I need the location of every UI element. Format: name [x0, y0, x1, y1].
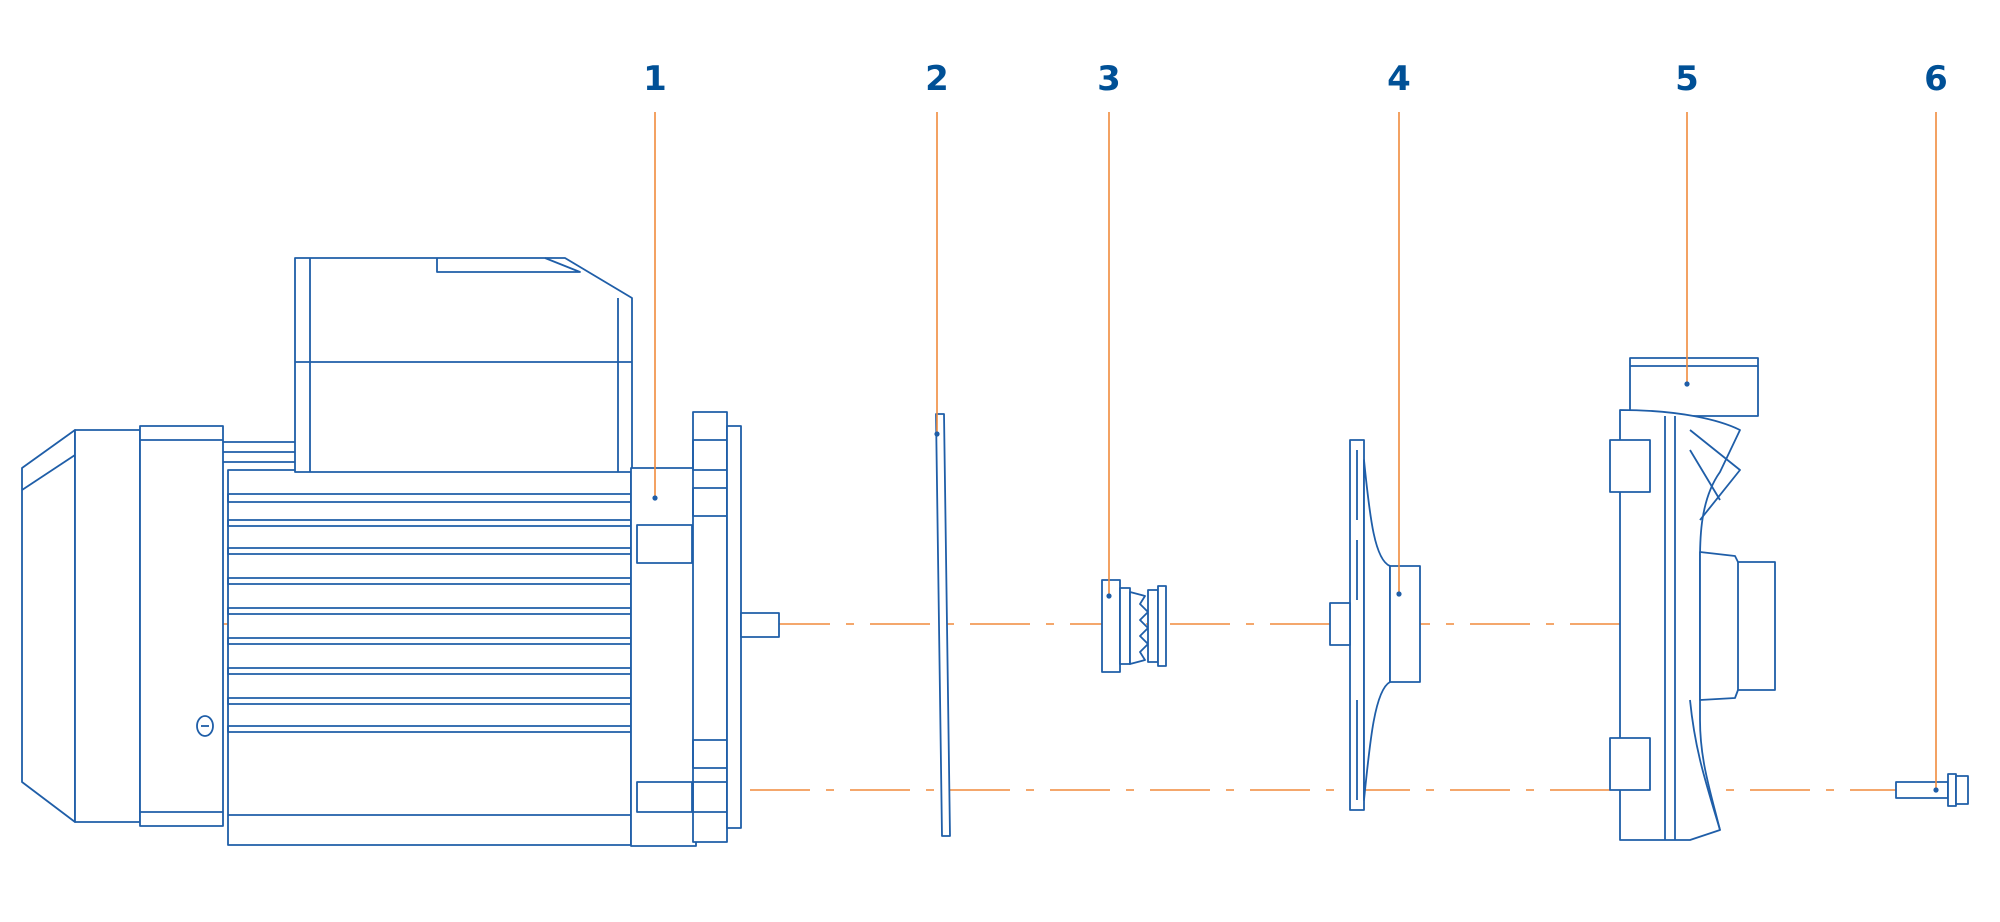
callout-5: 5: [1675, 59, 1699, 387]
bolt-part: [1895, 773, 1969, 807]
callout-number: 1: [643, 59, 667, 99]
motor-part: [21, 257, 780, 847]
leader-dot: [934, 431, 940, 437]
callout-6: 6: [1924, 59, 1948, 793]
callout-2: 2: [925, 59, 949, 437]
pump-casing-part: [1609, 357, 1776, 841]
callout-1: 1: [643, 59, 667, 501]
callout-number: 4: [1387, 59, 1411, 99]
leader-dot: [652, 495, 658, 501]
callout-layer: 1 2 3 4 5 6: [643, 59, 1948, 793]
leader-dot: [1396, 591, 1402, 597]
callout-number: 6: [1924, 59, 1948, 99]
mechanical-seal-part: [1101, 579, 1167, 673]
impeller-part: [1329, 439, 1421, 811]
leader-dot: [1684, 381, 1690, 387]
gasket-part: [935, 413, 951, 837]
callout-number: 2: [925, 59, 949, 99]
leader-dot: [1106, 593, 1112, 599]
callout-4: 4: [1387, 59, 1411, 597]
callout-3: 3: [1097, 59, 1121, 599]
callout-number: 3: [1097, 59, 1121, 99]
leader-dot: [1933, 787, 1939, 793]
callout-number: 5: [1675, 59, 1699, 99]
